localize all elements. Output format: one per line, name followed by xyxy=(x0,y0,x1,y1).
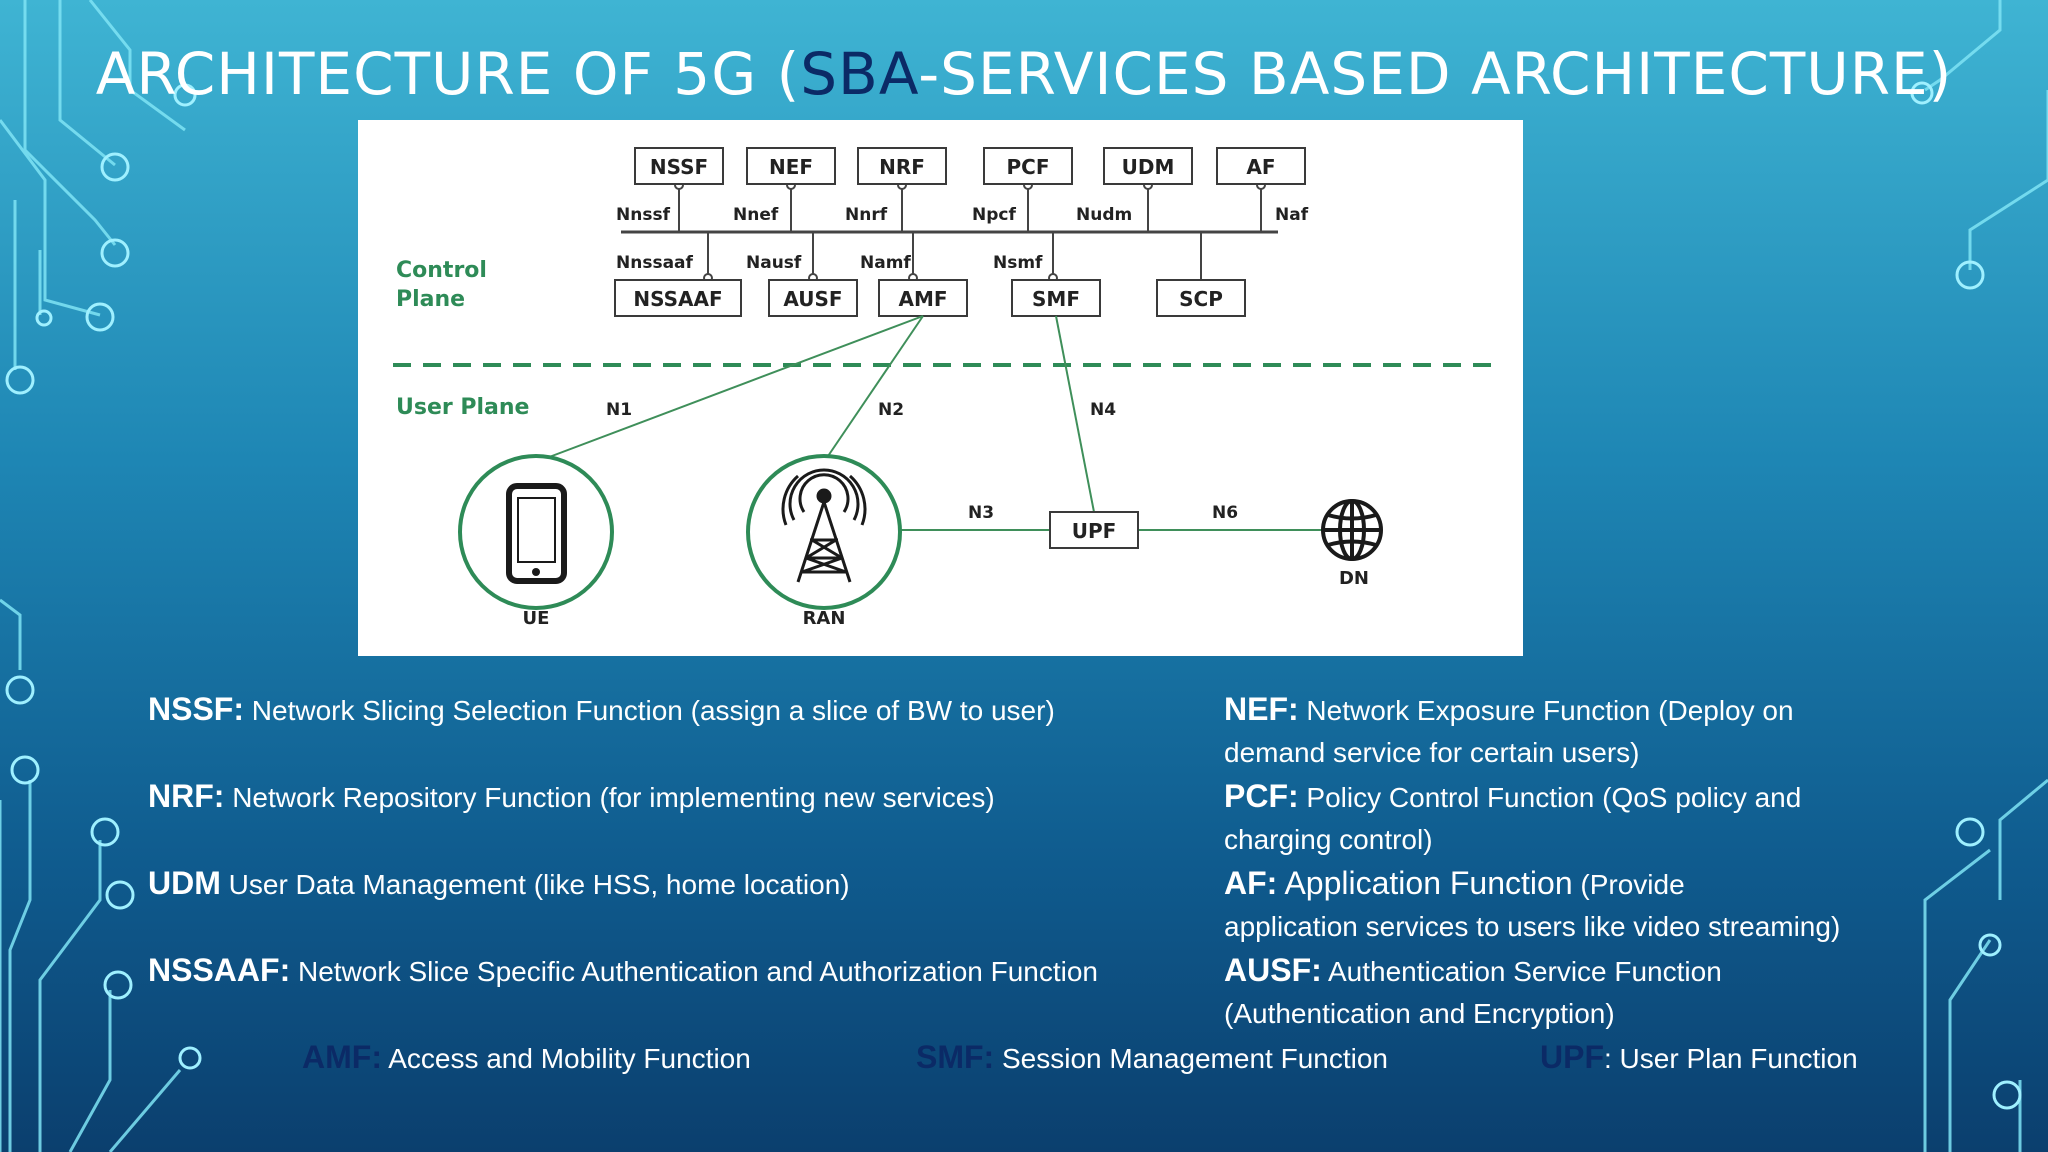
nf-box-nef: NEF xyxy=(746,147,836,185)
control-plane-label-1: Control xyxy=(396,258,487,283)
ue-phone-icon xyxy=(458,454,614,610)
iface-nausf: Nausf xyxy=(746,253,802,273)
node-label-dn: DN xyxy=(1339,568,1369,589)
nf-box-nrf: NRF xyxy=(857,147,947,185)
def-nef: NEF: Network Exposure Function (Deploy o… xyxy=(1224,691,1794,768)
svg-text:UPF: UPF xyxy=(1072,519,1117,543)
iface-nudm: Nudm xyxy=(1076,205,1132,225)
def-smf: SMF: Session Management Function xyxy=(916,1039,1388,1075)
svg-text:NRF: NRF xyxy=(879,155,925,179)
svg-text:UDM: UDM xyxy=(1122,155,1175,179)
ref-n1: N1 xyxy=(606,400,632,420)
ref-n4: N4 xyxy=(1090,400,1116,420)
nf-box-amf: AMF xyxy=(878,279,968,317)
iface-nsmf: Nsmf xyxy=(993,253,1043,273)
svg-text:SCP: SCP xyxy=(1179,287,1223,311)
def-pcf: PCF: Policy Control Function (QoS policy… xyxy=(1224,778,1802,855)
nf-box-scp: SCP xyxy=(1156,279,1246,317)
node-label-ue: UE xyxy=(523,608,550,629)
nf-box-upf: UPF xyxy=(1049,511,1139,549)
iface-nnssaaf: Nnssaaf xyxy=(616,253,694,273)
svg-text:AUSF: AUSF xyxy=(783,287,842,311)
ref-n6: N6 xyxy=(1212,503,1238,523)
diagram-svg: NSSF NEF NRF PCF UDM AF Nnssf Nnef Nnrf … xyxy=(393,147,1493,629)
svg-text:SMF: SMF xyxy=(1032,287,1080,311)
ran-tower-icon xyxy=(746,454,902,610)
node-label-ran: RAN xyxy=(803,608,846,629)
nf-box-af: AF xyxy=(1216,147,1306,185)
def-nrf: NRF: Network Repository Function (for im… xyxy=(148,778,995,814)
title-part-1: ARCHITECTURE OF 5G ( xyxy=(95,40,801,108)
nf-box-smf: SMF xyxy=(1011,279,1101,317)
svg-text:NSSF: NSSF xyxy=(650,155,708,179)
svg-text:AMF: AMF xyxy=(898,287,947,311)
svg-text:PCF: PCF xyxy=(1007,155,1050,179)
nf-box-ausf: AUSF xyxy=(768,279,858,317)
svg-text:NSSAAF: NSSAAF xyxy=(633,287,722,311)
def-udm: UDM User Data Management (like HSS, home… xyxy=(148,865,850,901)
title-highlight: SBA xyxy=(800,40,919,108)
iface-npcf: Npcf xyxy=(972,205,1016,225)
ref-n2: N2 xyxy=(878,400,904,420)
svg-text:AF: AF xyxy=(1246,155,1275,179)
nf-box-pcf: PCF xyxy=(983,147,1073,185)
iface-namf: Namf xyxy=(860,253,911,273)
user-plane-label: User Plane xyxy=(396,395,529,420)
def-upf: UPF: User Plan Function xyxy=(1540,1039,1858,1075)
dn-globe-icon xyxy=(1321,499,1383,561)
nf-box-udm: UDM xyxy=(1103,147,1193,185)
architecture-diagram: NSSF NEF NRF PCF UDM AF Nnssf Nnef Nnrf … xyxy=(358,120,1523,656)
def-amf: AMF: Access and Mobility Function xyxy=(302,1039,751,1075)
iface-naf: Naf xyxy=(1275,205,1309,225)
def-nssf: NSSF: Network Slicing Selection Function… xyxy=(148,691,1055,727)
control-plane-label-2: Plane xyxy=(396,287,465,312)
iface-nnef: Nnef xyxy=(733,205,779,225)
ref-n3: N3 xyxy=(968,503,994,523)
def-nssaaf: NSSAAF: Network Slice Specific Authentic… xyxy=(148,952,1099,988)
iface-nnssf: Nnssf xyxy=(616,205,671,225)
nf-box-nssf: NSSF xyxy=(634,147,724,185)
def-ausf: AUSF: Authentication Service Function(Au… xyxy=(1224,952,1722,1029)
slide-title: ARCHITECTURE OF 5G (SBA-SERVICES BASED A… xyxy=(0,40,2048,108)
title-part-2: -SERVICES BASED ARCHITECTURE) xyxy=(918,40,1953,108)
iface-nnrf: Nnrf xyxy=(845,205,888,225)
svg-text:NEF: NEF xyxy=(769,155,813,179)
nf-box-nssaaf: NSSAAF xyxy=(614,279,742,317)
